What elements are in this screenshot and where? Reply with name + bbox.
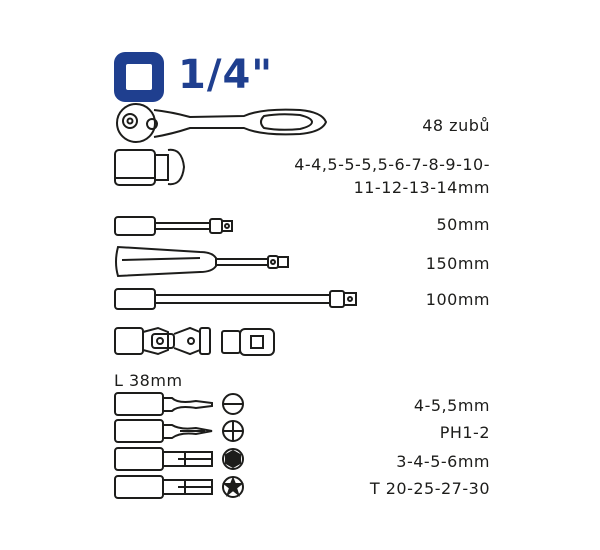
screwdriver-handle-icon	[115, 245, 289, 278]
bit-torx	[114, 475, 244, 499]
phillips-spec: PH1-2	[439, 423, 490, 442]
short-extension-icon	[114, 216, 233, 236]
hex-icon	[225, 449, 241, 469]
slotted-spec: 4-5,5mm	[413, 396, 490, 415]
drive-size-title: 1/4"	[178, 52, 274, 98]
socket-icon	[114, 148, 186, 186]
long-extension-spec: 100mm	[425, 290, 490, 309]
short-extension-spec: 50mm	[436, 215, 490, 234]
hex-spec: 3-4-5-6mm	[396, 452, 490, 471]
socket-spec-line2: 11-12-13-14mm	[353, 178, 490, 197]
universal-joint-icon	[114, 326, 275, 356]
ratchet-icon	[116, 103, 328, 143]
bit-hex	[114, 447, 244, 471]
screwdriver-handle-spec: 150mm	[425, 254, 490, 273]
square-drive-icon	[114, 52, 164, 102]
bit-slotted	[114, 392, 244, 416]
torx-spec: T 20-25-27-30	[369, 479, 490, 498]
socket-spec-line1: 4-4,5-5-5,5-6-7-8-9-10-	[294, 155, 490, 174]
phillips-icon	[222, 420, 244, 442]
bit-length-label: L 38mm	[114, 371, 183, 390]
slotted-icon	[222, 393, 244, 415]
ratchet-spec: 48 zubů	[422, 116, 490, 135]
bit-phillips	[114, 419, 244, 443]
torx-icon	[222, 476, 244, 497]
long-extension-icon	[114, 288, 357, 310]
